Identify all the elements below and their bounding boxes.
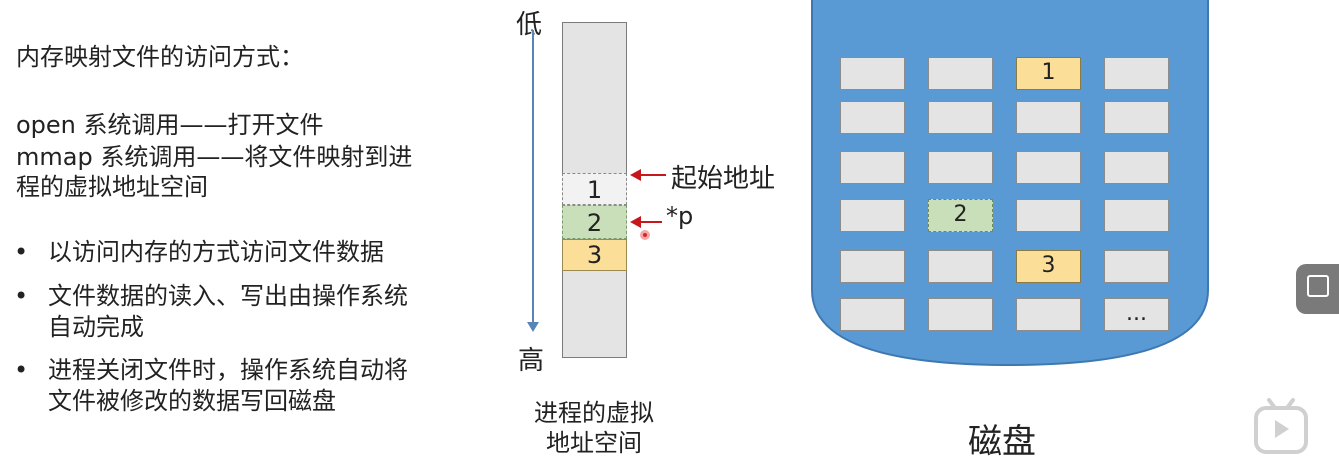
disk-block bbox=[928, 57, 993, 90]
arrow-down-icon bbox=[527, 322, 539, 332]
high-address-label: 高 bbox=[518, 346, 545, 376]
disk-caption: 磁盘 bbox=[968, 422, 1036, 462]
picture-in-picture-button[interactable] bbox=[1296, 264, 1339, 314]
disk-block bbox=[928, 101, 993, 134]
disk-block-1: 1 bbox=[1016, 57, 1081, 90]
open-syscall-line: open 系统调用——打开文件 bbox=[16, 111, 324, 139]
memory-segment-3: 3 bbox=[562, 239, 627, 271]
disk-block bbox=[840, 151, 905, 184]
memory-segment-1: 1 bbox=[562, 173, 627, 205]
low-address-label: 低 bbox=[516, 10, 543, 40]
caption-line: 进程的虚拟 bbox=[534, 399, 654, 427]
disk-block bbox=[928, 298, 993, 331]
bullet-dot-icon: • bbox=[14, 356, 29, 384]
disk-block-3: 3 bbox=[1016, 250, 1081, 283]
disk-block-2: 2 bbox=[928, 199, 993, 232]
virtual-address-space-caption: 进程的虚拟 地址空间 bbox=[524, 398, 664, 458]
picture-in-picture-icon bbox=[1307, 275, 1329, 297]
disk-block bbox=[1104, 101, 1169, 134]
bullet-text-cont: 自动完成 bbox=[48, 313, 144, 341]
bullet-text: 文件数据的读入、写出由操作系统 bbox=[48, 282, 408, 310]
disk-block-ellipsis: ... bbox=[1104, 298, 1169, 331]
disk-block bbox=[1104, 199, 1169, 232]
bullet-text-cont: 文件被修改的数据写回磁盘 bbox=[48, 387, 336, 415]
bullet-dot-icon: • bbox=[14, 282, 29, 310]
start-address-label: 起始地址 bbox=[671, 164, 776, 194]
disk-block bbox=[1016, 199, 1081, 232]
disk-block bbox=[1016, 298, 1081, 331]
bullet-text: 以访问内存的方式访问文件数据 bbox=[48, 238, 384, 266]
left-arrow-icon bbox=[630, 169, 641, 181]
bilibili-logo-icon bbox=[1254, 398, 1308, 454]
pointer-label: *p bbox=[666, 202, 694, 230]
disk-block bbox=[840, 298, 905, 331]
bullet-item: • 以访问内存的方式访问文件数据 bbox=[14, 236, 408, 268]
left-arrow-icon bbox=[630, 216, 641, 228]
disk-block bbox=[1104, 151, 1169, 184]
feature-bullet-list: • 以访问内存的方式访问文件数据 • 文件数据的读入、写出由操作系统 自动完成 … bbox=[14, 236, 408, 428]
disk-block bbox=[1016, 101, 1081, 134]
disk-block bbox=[1104, 57, 1169, 90]
memory-segment-2: 2 bbox=[562, 205, 627, 239]
bullet-dot-icon: • bbox=[14, 238, 29, 266]
disk-block bbox=[840, 57, 905, 90]
bullet-item: • 进程关闭文件时，操作系统自动将 文件被修改的数据写回磁盘 bbox=[14, 354, 408, 416]
disk-block bbox=[928, 151, 993, 184]
bullet-item: • 文件数据的读入、写出由操作系统 自动完成 bbox=[14, 280, 408, 342]
bullet-text: 进程关闭文件时，操作系统自动将 bbox=[48, 356, 408, 384]
cursor-indicator-center bbox=[643, 233, 647, 237]
disk-block bbox=[840, 199, 905, 232]
start-address-arrow-shaft bbox=[640, 174, 666, 176]
disk-block bbox=[1104, 250, 1169, 283]
caption-line: 地址空间 bbox=[546, 429, 642, 457]
mmap-syscall-line-cont: 程的虚拟地址空间 bbox=[16, 173, 208, 201]
address-direction-arrow bbox=[532, 30, 534, 324]
section-heading: 内存映射文件的访问方式： bbox=[16, 43, 304, 71]
pointer-arrow-shaft bbox=[640, 221, 662, 223]
disk-block bbox=[1016, 151, 1081, 184]
mmap-syscall-line: mmap 系统调用——将文件映射到进 bbox=[16, 143, 413, 171]
disk-block bbox=[840, 250, 905, 283]
disk-block bbox=[840, 101, 905, 134]
disk-block bbox=[928, 250, 993, 283]
